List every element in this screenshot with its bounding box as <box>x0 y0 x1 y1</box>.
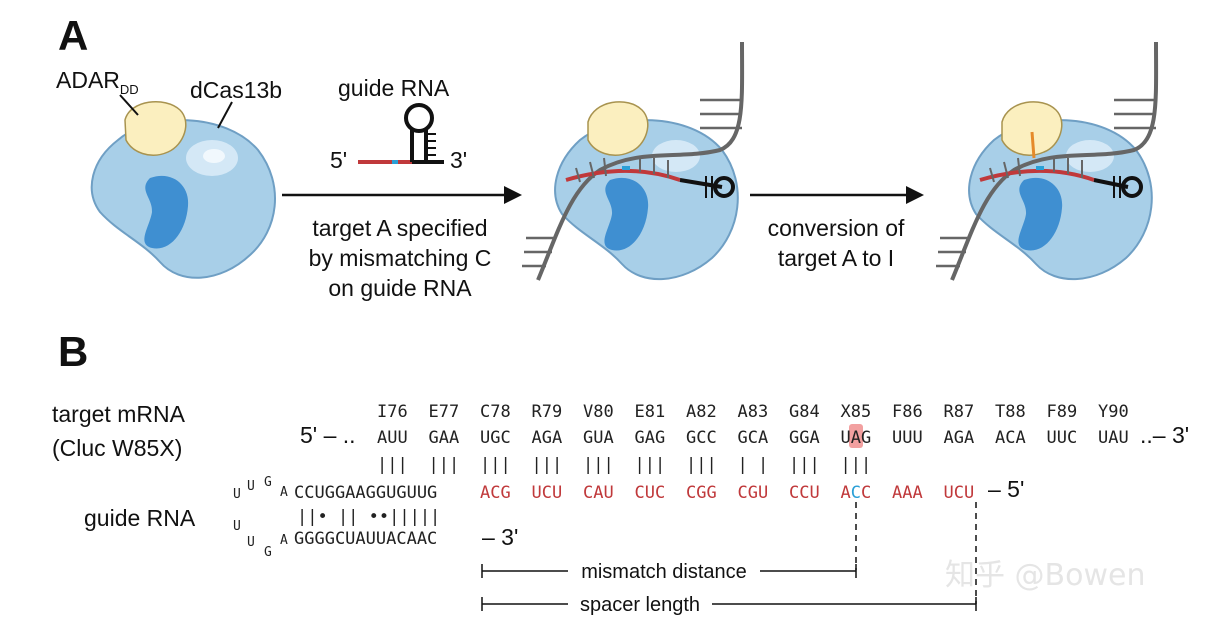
spacer-length-label: spacer length <box>580 594 700 616</box>
guide-spacer-triplet: ACG <box>480 483 511 503</box>
mrna-codon: GUA <box>583 428 614 448</box>
base-pair-marks: ||| <box>377 455 408 475</box>
mismatch-distance-bracket <box>481 564 857 578</box>
arrow-2 <box>750 186 924 204</box>
mrna-codon: AUU <box>377 428 408 448</box>
base-pair-marks: ||| <box>686 455 717 475</box>
guide-rna-title: guide RNA <box>338 75 450 101</box>
guide-spacer-triplet: AAA <box>892 483 923 503</box>
codon-label: Y90 <box>1098 402 1129 422</box>
loop-letter-1: U <box>233 487 241 502</box>
mrna-codon: UUU <box>892 428 923 448</box>
loop-letter-8: A <box>280 533 288 548</box>
target-a-highlight <box>849 424 863 448</box>
complex-stage-3 <box>936 41 1159 281</box>
mrna-codon: ACA <box>995 428 1026 448</box>
guide-spacer-triplet: CGG <box>686 483 717 503</box>
complex-stage-2 <box>522 41 745 281</box>
mismatch-distance-label: mismatch distance <box>581 561 747 583</box>
target-mrna-label-line1: target mRNA <box>52 401 186 427</box>
watermark: 知乎 @Bowen <box>945 558 1145 593</box>
arrow1-text-line2: by mismatching C <box>309 245 492 271</box>
guide-spacer-triplet: ACC <box>841 483 872 503</box>
arrow2-text-line1: conversion of <box>768 215 905 241</box>
guide-spacer-triplet: CCU <box>789 483 820 503</box>
adar-label: ADARDD <box>56 67 139 97</box>
codon-label-row: I76 E77 C78 R79 V80 E81 A82 A83 G84 X85 F86 R87 T88 F… <box>377 402 1129 422</box>
arrow1-text-line1: target A specified <box>312 215 487 241</box>
codon-label: E77 <box>429 402 460 422</box>
base-pair-marks: ||| <box>532 455 563 475</box>
guide-three-prime: 3' <box>450 147 467 173</box>
codon-label: R79 <box>532 402 563 422</box>
panel-letter-a: A <box>58 12 88 59</box>
stem-pair-marks: ||• || ••||||| <box>297 507 440 527</box>
base-pair-marks: ||| <box>841 455 872 475</box>
codon-label: X85 <box>841 402 872 422</box>
codon-label: F86 <box>892 402 923 422</box>
mrna-codon: UAU <box>1098 428 1129 448</box>
loop-letter-2: U <box>247 479 255 494</box>
mrna-codon: AGA <box>532 428 563 448</box>
base-pair-marks: ||| <box>789 455 820 475</box>
mrna-five-prime-prefix: 5' – .. <box>300 422 356 448</box>
loop-letter-3: G <box>264 475 272 490</box>
guide-three-prime-end: – 3' <box>482 524 518 550</box>
base-pair-marks: | | <box>738 455 769 475</box>
mrna-codon: UUC <box>1047 428 1078 448</box>
loop-letter-5: U <box>233 519 241 534</box>
codon-label: A82 <box>686 402 717 422</box>
mrna-codon: GAA <box>429 428 460 448</box>
codon-label: G84 <box>789 402 820 422</box>
codon-label: A83 <box>738 402 769 422</box>
guide-rna-schematic <box>358 103 444 164</box>
adar-pointer-line <box>119 94 139 116</box>
codon-label: E81 <box>635 402 666 422</box>
mrna-codon: GAG <box>635 428 666 448</box>
base-pair-marks: ||| <box>583 455 614 475</box>
loop-letter-6: U <box>247 535 255 550</box>
guide-spacer-triplet: UCU <box>944 483 975 503</box>
codon-label: T88 <box>995 402 1026 422</box>
codon-label: C78 <box>480 402 511 422</box>
arrow-1 <box>282 186 522 204</box>
adar-dcas13b-protein <box>90 101 276 279</box>
mrna-codon: GCC <box>686 428 717 448</box>
panel-letter-b: B <box>58 328 88 375</box>
guide-stem-bottom: GGGGCUAUUACAAC <box>294 529 437 549</box>
mrna-codon: GCA <box>738 428 769 448</box>
guide-spacer-triplet: CGU <box>738 483 769 503</box>
guide-stem-top: CCUGGAAGGUGUUG <box>294 483 437 503</box>
mrna-codon: UGC <box>480 428 511 448</box>
mrna-codon-row: AUU GAA UGC AGA GUA GAG GCC GCA GGA UAG UUU AGA ACA U… <box>377 428 1129 448</box>
guide-five-prime: 5' <box>330 147 347 173</box>
loop-letter-7: G <box>264 545 272 560</box>
guide-spacer-triplet: CUC <box>635 483 666 503</box>
guide-rna-label: guide RNA <box>84 505 196 531</box>
codon-label: R87 <box>944 402 975 422</box>
dcas13b-label: dCas13b <box>190 77 282 103</box>
codon-label: F89 <box>1047 402 1078 422</box>
base-pair-row: ||| ||| ||| ||| ||| ||| ||| | | ||| ||| <box>377 455 871 475</box>
guide-spacer-triplet: CAU <box>583 483 614 503</box>
guide-five-prime-end: – 5' <box>988 476 1024 502</box>
target-mrna-label-line2: (Cluc W85X) <box>52 435 182 461</box>
dcas-pointer-line <box>217 101 233 129</box>
loop-letter-4: A <box>280 485 288 500</box>
spacer-length-bracket <box>481 597 977 611</box>
codon-label: V80 <box>583 402 614 422</box>
codon-label: I76 <box>377 402 408 422</box>
arrow2-text-line2: target A to I <box>778 245 894 271</box>
mrna-codon: AGA <box>944 428 975 448</box>
base-pair-marks: ||| <box>635 455 666 475</box>
base-pair-marks: ||| <box>480 455 511 475</box>
mrna-three-prime-suffix: ..– 3' <box>1140 422 1189 448</box>
mrna-codon: UAG <box>841 428 872 448</box>
arrow1-text-line3: on guide RNA <box>328 275 472 301</box>
guide-spacer-row: ACG UCU CAU CUC CGG CGU CCU ACC AAA UCU <box>480 483 974 503</box>
base-pair-marks: ||| <box>429 455 460 475</box>
mrna-codon: GGA <box>789 428 820 448</box>
guide-spacer-triplet: UCU <box>532 483 563 503</box>
